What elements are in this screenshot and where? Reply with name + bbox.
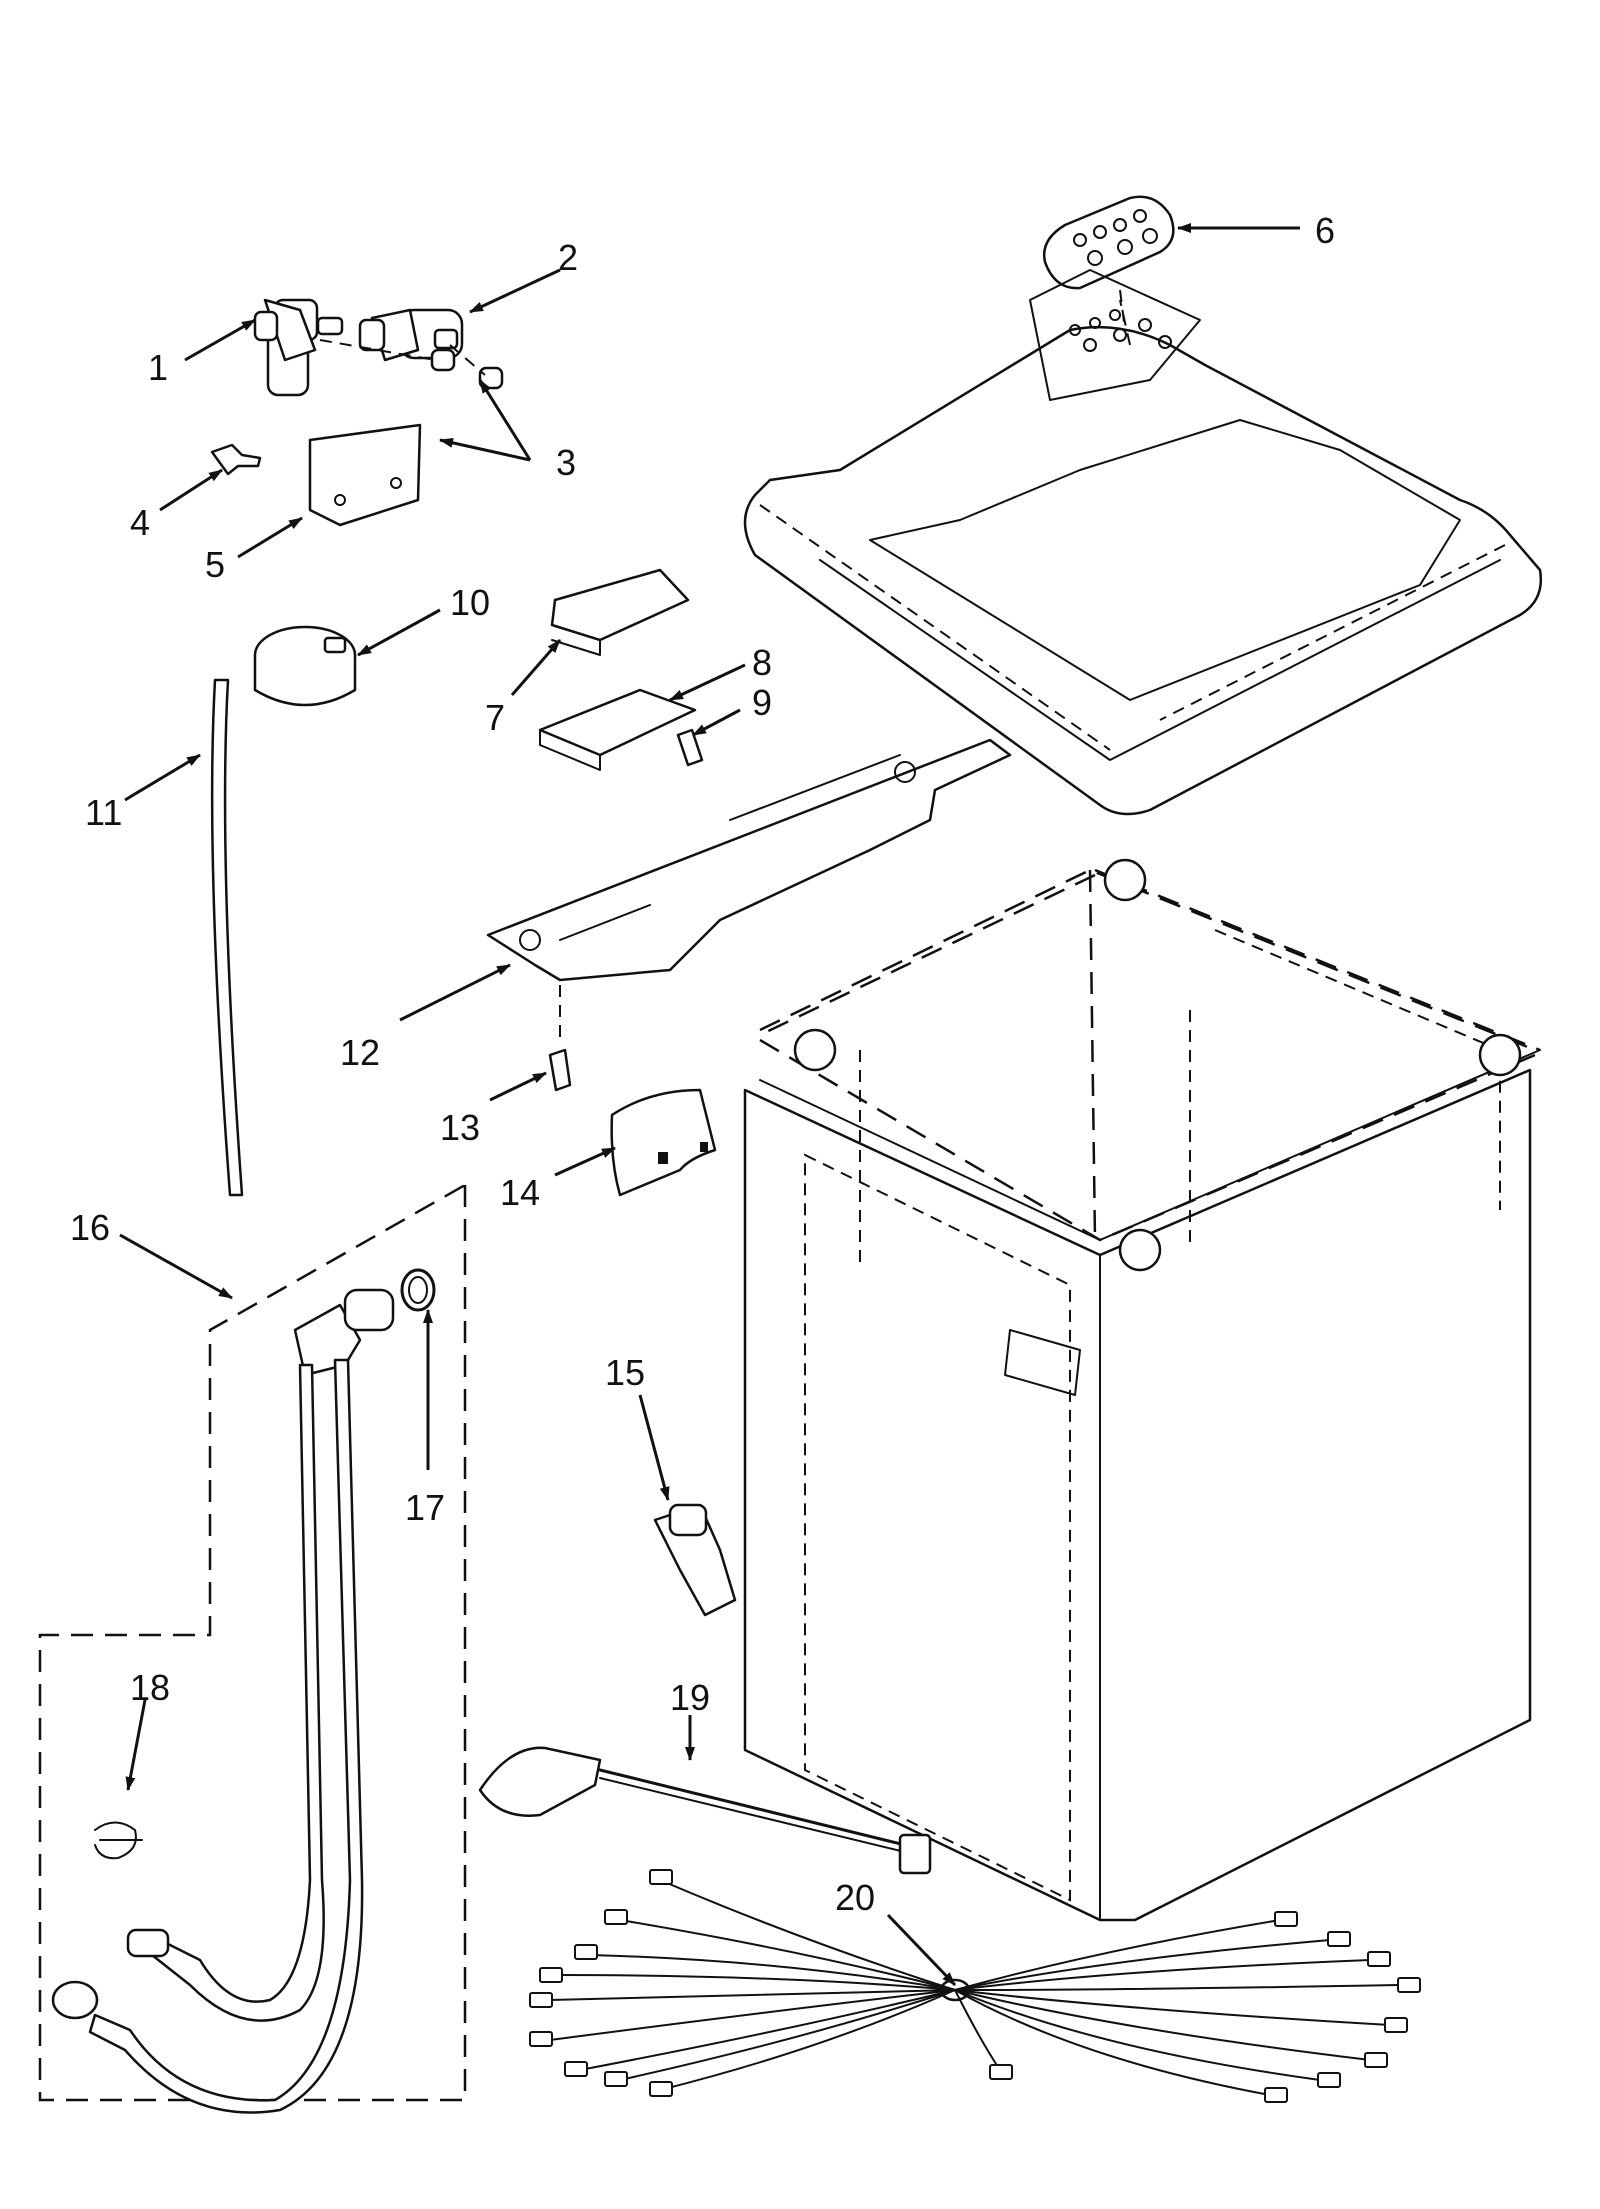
callout-19: 19	[670, 1677, 710, 1718]
callout-20: 20	[835, 1877, 875, 1918]
callout-5: 5	[205, 544, 225, 585]
console-mounting-plate	[486, 738, 1012, 1045]
callout-2: 2	[558, 237, 578, 278]
washer-cabinet	[743, 858, 1541, 1922]
hose-clamp	[94, 1821, 143, 1860]
callout-17: 17	[405, 1487, 445, 1528]
water-inlet-valve-1	[253, 298, 344, 397]
plate-screw	[548, 1048, 572, 1092]
callout-15: 15	[605, 1352, 645, 1393]
pressure-hose	[210, 678, 244, 1197]
drain-fitting	[653, 1503, 737, 1617]
valve-screw	[210, 443, 262, 476]
valve-bracket	[308, 423, 422, 527]
callout-10: 10	[450, 582, 490, 623]
callout-6: 6	[1315, 210, 1335, 251]
control-board-8	[538, 688, 697, 771]
hose-kit-box	[38, 1183, 467, 2102]
pressure-switch	[253, 625, 357, 707]
callout-18: 18	[130, 1667, 170, 1708]
overlay-guide-line	[1119, 289, 1126, 331]
cabinet-clip	[610, 1088, 717, 1197]
callout-4: 4	[130, 502, 150, 543]
board-screw-9	[676, 728, 704, 767]
power-cord	[478, 1746, 932, 1875]
leader-arrows	[119, 223, 1300, 1987]
callout-13: 13	[440, 1107, 480, 1148]
callout-8: 8	[752, 642, 772, 683]
callout-12: 12	[340, 1032, 380, 1073]
callout-11: 11	[85, 792, 122, 833]
water-inlet-valve-2	[358, 308, 464, 362]
control-board-7	[550, 568, 690, 656]
callout-9: 9	[752, 682, 772, 723]
callout-14: 14	[500, 1172, 540, 1213]
wire-harness	[529, 1869, 1421, 2103]
callout-16: 16	[70, 1207, 110, 1248]
top-lid-assembly	[743, 269, 1543, 816]
callout-labels: 1 2 3 4 5 6 7 8 9 10 11 12 13 14 15 16 1…	[70, 210, 1335, 1918]
callout-3: 3	[556, 442, 576, 483]
callout-1: 1	[148, 347, 168, 388]
hose-washer	[400, 1268, 436, 1312]
callout-7: 7	[485, 697, 505, 738]
fill-hose-assembly	[51, 1288, 395, 2114]
control-panel-overlay	[1042, 195, 1175, 290]
